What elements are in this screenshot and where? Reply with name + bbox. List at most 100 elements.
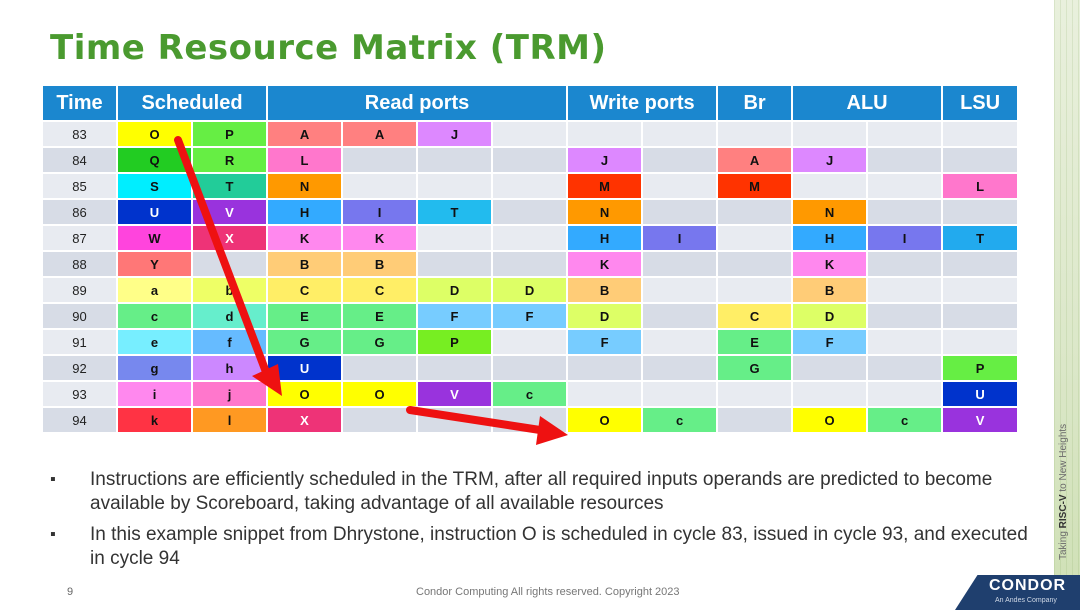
matrix-cell: T	[941, 224, 1020, 252]
bullet-text: In this example snippet from Dhrystone, …	[90, 524, 1028, 569]
matrix-cell: e	[116, 328, 193, 356]
time-cell: 83	[41, 120, 118, 148]
matrix-cell: F	[491, 302, 569, 330]
matrix-cell	[641, 250, 719, 278]
matrix-cell	[941, 302, 1020, 330]
matrix-cell: H	[566, 224, 644, 252]
matrix-cell: D	[416, 276, 494, 304]
matrix-cell	[566, 354, 644, 382]
matrix-cell: Q	[116, 146, 193, 174]
matrix-cell	[491, 354, 569, 382]
matrix-cell: D	[566, 302, 644, 330]
matrix-cell: V	[941, 406, 1020, 434]
bullet-text: Instructions are efficiently scheduled i…	[90, 469, 993, 514]
matrix-cell: E	[716, 328, 794, 356]
matrix-cell	[566, 120, 644, 148]
time-cell: 91	[41, 328, 118, 356]
matrix-cell	[341, 354, 419, 382]
matrix-cell: a	[116, 276, 193, 304]
matrix-cell	[491, 198, 569, 226]
matrix-cell: k	[116, 406, 193, 434]
matrix-cell	[866, 380, 944, 408]
matrix-cell: M	[566, 172, 644, 200]
bullet-mark: ▪	[50, 526, 56, 543]
matrix-cell: O	[116, 120, 193, 148]
matrix-cell	[866, 250, 944, 278]
matrix-cell: L	[941, 172, 1020, 200]
matrix-cell	[716, 198, 794, 226]
matrix-cell: I	[341, 198, 419, 226]
matrix-cell: E	[341, 302, 419, 330]
matrix-cell	[866, 198, 944, 226]
matrix-cell	[716, 224, 794, 252]
matrix-cell: X	[190, 224, 269, 252]
matrix-cell	[491, 172, 569, 200]
matrix-cell: J	[416, 120, 494, 148]
bullet-item: ▪ In this example snippet from Dhrystone…	[50, 523, 1040, 571]
matrix-cell: R	[190, 146, 269, 174]
matrix-cell: C	[716, 302, 794, 330]
matrix-cell	[491, 328, 569, 356]
matrix-cell: N	[266, 172, 344, 200]
slide-title: Time Resource Matrix (TRM)	[50, 28, 607, 68]
matrix-cell: F	[566, 328, 644, 356]
matrix-cell: S	[116, 172, 193, 200]
matrix-cell	[641, 302, 719, 330]
matrix-cell	[641, 380, 719, 408]
matrix-cell: M	[716, 172, 794, 200]
time-cell: 84	[41, 146, 118, 174]
matrix-cell: F	[416, 302, 494, 330]
header-br: Br	[716, 84, 794, 122]
matrix-cell: B	[266, 250, 344, 278]
matrix-cell	[641, 172, 719, 200]
tagline: Taking RISC-V to New Heights	[1058, 423, 1069, 560]
matrix-cell	[791, 120, 869, 148]
matrix-cell: O	[266, 380, 344, 408]
matrix-cell	[716, 406, 794, 434]
matrix-cell: I	[866, 224, 944, 252]
matrix-cell: O	[341, 380, 419, 408]
bullet-list: ▪ Instructions are efficiently scheduled…	[50, 468, 1040, 578]
matrix-cell	[491, 250, 569, 278]
matrix-cell	[941, 250, 1020, 278]
matrix-cell: j	[190, 380, 269, 408]
matrix-cell: L	[266, 146, 344, 174]
matrix-cell	[341, 146, 419, 174]
matrix-cell: b	[190, 276, 269, 304]
bullet-mark: ▪	[50, 471, 56, 488]
matrix-cell: l	[190, 406, 269, 434]
matrix-cell	[941, 328, 1020, 356]
matrix-cell	[491, 406, 569, 434]
matrix-cell: g	[116, 354, 193, 382]
copyright: Condor Computing All rights reserved. Co…	[416, 586, 680, 598]
matrix-cell	[866, 172, 944, 200]
matrix-cell	[641, 198, 719, 226]
matrix-cell	[341, 172, 419, 200]
time-cell: 94	[41, 406, 118, 434]
header-alu: ALU	[791, 84, 944, 122]
matrix-cell: G	[341, 328, 419, 356]
matrix-cell	[866, 328, 944, 356]
matrix-cell: H	[791, 224, 869, 252]
company-logo: CONDOR An Andes Company	[955, 575, 1080, 610]
header-write-ports: Write ports	[566, 84, 719, 122]
matrix-cell	[641, 120, 719, 148]
matrix-cell	[491, 146, 569, 174]
matrix-cell	[866, 354, 944, 382]
matrix-cell: K	[341, 224, 419, 252]
matrix-cell	[416, 146, 494, 174]
matrix-cell: c	[641, 406, 719, 434]
matrix-cell: A	[266, 120, 344, 148]
time-cell: 85	[41, 172, 118, 200]
matrix-cell: U	[116, 198, 193, 226]
matrix-cell: V	[416, 380, 494, 408]
time-cell: 93	[41, 380, 118, 408]
